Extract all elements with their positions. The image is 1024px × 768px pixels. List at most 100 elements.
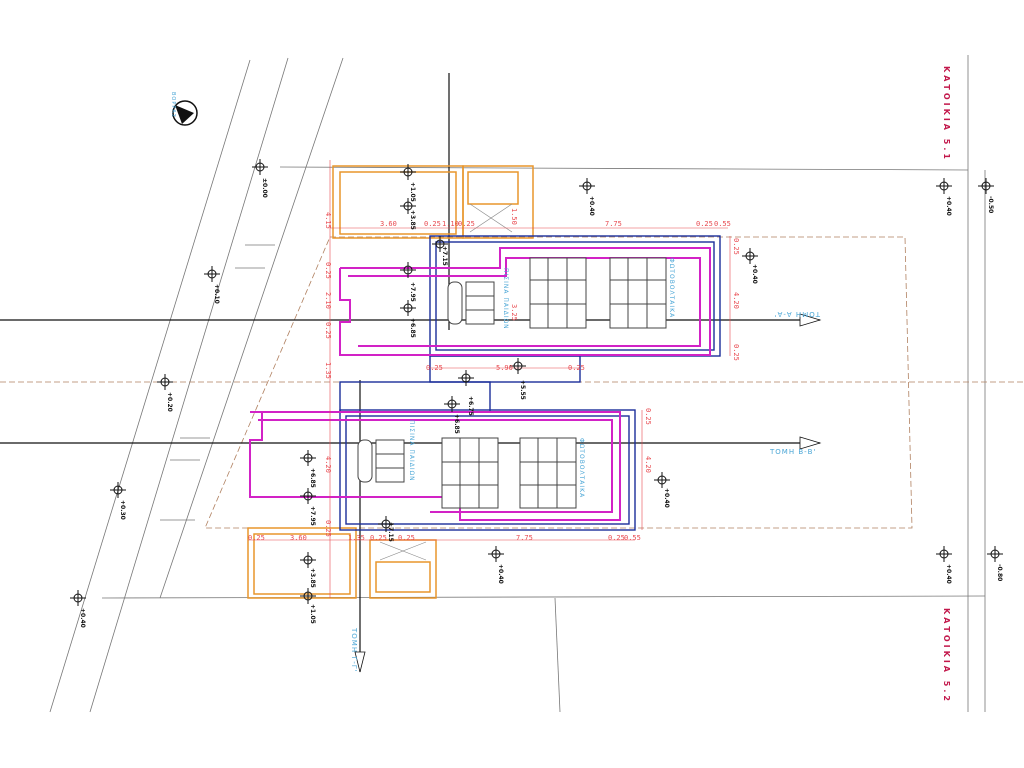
level-marker: +0.40 [488, 546, 504, 584]
dim-left: 1.35 [324, 362, 332, 379]
north-arrow-icon [172, 100, 198, 126]
dim-bottom: 0.25 [248, 534, 265, 542]
dim-mid: 5.90 [496, 364, 513, 372]
dim-bottom: 0.25 [398, 534, 415, 542]
dim-left: 4.20 [324, 456, 332, 473]
house-title-upper: ΚΑΤΟΙΚΙΑ 5.1 [942, 66, 951, 162]
level-value: +7.15 [441, 246, 448, 266]
level-markers: ±0.00 +1.05 +3.85 +0.40 +0.40 -0.50 +0.1… [70, 159, 1003, 628]
dim-mid: 0.25 [568, 364, 585, 372]
level-marker: -0.80 [987, 546, 1003, 581]
level-marker: +6.85 [400, 300, 416, 338]
level-value: +0.40 [79, 608, 86, 628]
dim-top: 1.10 [442, 220, 459, 228]
dim-top: 0.25 [424, 220, 441, 228]
dim-inner: 1.50 [510, 208, 518, 225]
level-value: +0.20 [166, 392, 173, 412]
level-value: +3.85 [409, 210, 416, 230]
dim-right: 0.25 [732, 238, 740, 255]
dim-lower-right: 0.25 [644, 408, 652, 425]
dim-top: 3.60 [380, 220, 397, 228]
level-marker: ±0.00 [252, 159, 268, 198]
dim-inner: 3.25 [510, 304, 518, 321]
dim-bottom: 0.25 [608, 534, 625, 542]
level-value: +6.75 [467, 396, 474, 416]
dim-top: 0.25 [458, 220, 475, 228]
dimension-lines [248, 160, 731, 598]
level-marker: +1.05 [300, 588, 316, 624]
dim-right: 4.20 [732, 292, 740, 309]
level-value: +0.40 [588, 196, 595, 216]
road-lines [49, 55, 986, 713]
level-marker: +0.40 [936, 178, 952, 216]
pools [357, 281, 495, 483]
level-marker: +0.10 [204, 266, 220, 304]
room-label-pv-b: ΦΩΤΟΒΟΛΤΑΙΚΑ [578, 438, 585, 498]
level-value: +1.05 [409, 182, 416, 202]
section-markers [354, 313, 822, 673]
level-marker: +0.40 [936, 546, 952, 584]
dim-right: 0.25 [732, 344, 740, 361]
room-label-pool-b: ΠΙΣΙΝΑ ΠΑΙΔΙΩΝ [408, 420, 415, 482]
level-value: +6.85 [409, 318, 416, 338]
house-outlines [249, 247, 711, 521]
level-value: +7.95 [309, 506, 316, 526]
level-marker: +7.95 [400, 262, 416, 302]
section-label-g: ΤΟΜΗ Γ-Γ' [350, 627, 358, 673]
section-label-a: ΤΟΜΗ Α-Α' [774, 310, 821, 318]
north-label: ΒΟΡΡΑΣ [170, 92, 176, 118]
section-lines [0, 73, 820, 672]
garage-blocks [247, 165, 534, 599]
level-marker: +5.55 [510, 358, 526, 400]
level-marker: +0.40 [742, 248, 758, 284]
dim-left: 4.15 [324, 212, 332, 229]
level-marker: +0.30 [110, 482, 126, 520]
room-label-pv-a: ΦΩΤΟΒΟΛΤΑΙΚΑ [668, 258, 675, 318]
level-marker: +7.15 [378, 516, 394, 542]
level-value: +0.40 [945, 564, 952, 584]
dim-top: 0.55 [714, 220, 731, 228]
dim-left: 0.25 [324, 262, 332, 279]
level-value: -0.50 [987, 196, 994, 213]
level-value: +6.85 [453, 414, 460, 434]
dim-bottom: 1.35 [348, 534, 365, 542]
level-value: +0.30 [119, 500, 126, 520]
level-marker: +3.85 [400, 198, 416, 230]
level-value: +0.40 [663, 488, 670, 508]
level-marker: +6.85 [300, 450, 316, 488]
level-value: -0.80 [996, 564, 1003, 581]
dim-left: 0.25 [324, 520, 332, 537]
level-marker: +6.75 [458, 370, 474, 416]
level-value: +0.10 [213, 284, 220, 304]
stair-cross [379, 203, 513, 561]
dim-lower-right: 4.20 [644, 456, 652, 473]
level-marker: +0.40 [654, 472, 670, 508]
level-value: +5.55 [519, 380, 526, 400]
level-value: +0.40 [751, 264, 758, 284]
dim-top: 7.75 [605, 220, 622, 228]
level-value: +7.15 [387, 522, 394, 542]
dim-bottom: 0.55 [624, 534, 641, 542]
dimension-texts: 3.60 0.25 1.10 0.25 7.75 0.25 0.55 5.90 … [248, 208, 740, 542]
dim-bottom: 3.60 [290, 534, 307, 542]
level-marker: -0.50 [978, 178, 994, 213]
level-marker: +0.40 [70, 590, 86, 628]
level-value: +0.40 [497, 564, 504, 584]
plot-outline [0, 236, 1024, 529]
pv-panels [441, 257, 667, 509]
level-value: +3.85 [309, 568, 316, 588]
level-value: +1.05 [309, 604, 316, 624]
level-value: +6.85 [309, 468, 316, 488]
level-marker: +0.20 [157, 374, 173, 412]
level-marker: +0.40 [579, 178, 595, 216]
level-value: +7.95 [409, 282, 416, 302]
room-label-pool-a: ΠΙΣΙΝΑ ΠΑΙΔΙΩΝ [502, 268, 509, 330]
level-marker: +7.15 [432, 236, 448, 266]
level-marker: +7.95 [300, 488, 316, 526]
dim-mid: 0.25 [426, 364, 443, 372]
dim-bottom: 0.25 [370, 534, 387, 542]
house-title-lower: ΚΑΤΟΙΚΙΑ 5.2 [942, 608, 951, 704]
level-marker: +3.85 [300, 552, 316, 588]
dim-bottom: 7.75 [516, 534, 533, 542]
